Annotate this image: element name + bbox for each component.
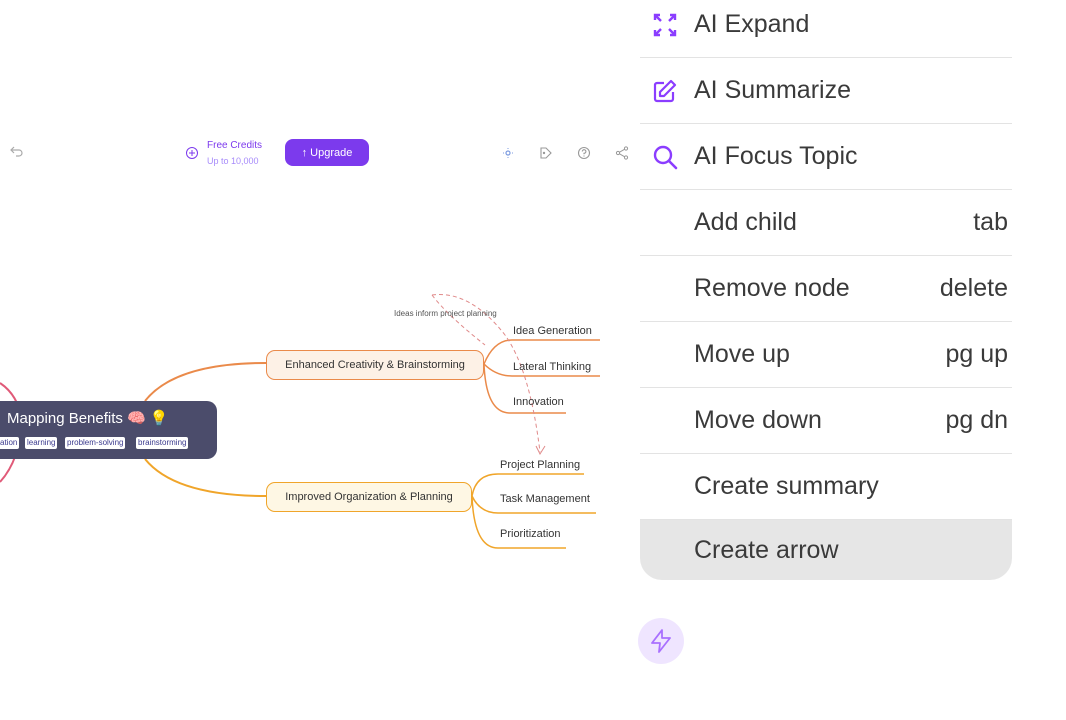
leaf-project-planning[interactable]: Project Planning bbox=[500, 459, 581, 471]
free-credits-title[interactable]: Free Credits bbox=[207, 140, 263, 151]
share-icon bbox=[615, 146, 629, 160]
menu-item-label: AI Summarize bbox=[694, 76, 851, 104]
menu-item-shortcut: pg dn bbox=[945, 406, 1008, 434]
custom-arrow-head bbox=[535, 445, 546, 456]
menu-item-label: Create summary bbox=[694, 472, 879, 500]
menu-item-move-up[interactable]: Move up pg up bbox=[640, 322, 1012, 388]
connector-innovation bbox=[483, 363, 566, 414]
theme-icon bbox=[503, 148, 513, 158]
menu-item-add-child[interactable]: Add child tab bbox=[640, 190, 1012, 256]
root-tag[interactable]: learning bbox=[25, 437, 58, 449]
connector-idea-generation bbox=[483, 339, 600, 365]
connector-branch-organization bbox=[144, 458, 267, 497]
connector-project-planning bbox=[471, 473, 584, 497]
menu-item-label: Create arrow bbox=[694, 535, 839, 564]
root-node[interactable] bbox=[0, 401, 217, 459]
leaf-task-management[interactable]: Task Management bbox=[500, 493, 590, 505]
menu-item-ai-summarize[interactable]: AI Summarize bbox=[640, 58, 1012, 124]
custom-arrow bbox=[431, 294, 541, 453]
custom-arrow-tail bbox=[431, 294, 486, 346]
free-credits-subtitle: Up to 10,000 bbox=[207, 156, 259, 166]
undo-button[interactable] bbox=[10, 144, 26, 160]
menu-item-label: Move down bbox=[694, 406, 822, 434]
leaf-prioritization[interactable]: Prioritization bbox=[500, 528, 561, 540]
connector-lateral-thinking bbox=[483, 363, 600, 377]
undo-icon bbox=[10, 146, 23, 157]
theme-button[interactable] bbox=[500, 145, 516, 161]
menu-item-remove-node[interactable]: Remove node delete bbox=[640, 256, 1012, 322]
root-tag[interactable]: brainstorming bbox=[136, 437, 189, 449]
menu-item-shortcut: delete bbox=[939, 274, 1008, 302]
leaf-idea-generation[interactable]: Idea Generation bbox=[513, 325, 592, 337]
ai-action-button[interactable] bbox=[638, 618, 684, 664]
connector-task-management bbox=[471, 495, 596, 514]
plus-circle-icon bbox=[186, 147, 198, 159]
connector-prioritization bbox=[471, 495, 566, 549]
edit-icon bbox=[653, 79, 677, 102]
branch-node-organization[interactable]: Improved Organization & Planning bbox=[266, 482, 472, 512]
help-button[interactable] bbox=[576, 145, 592, 161]
menu-item-label: AI Expand bbox=[694, 10, 810, 38]
menu-item-shortcut: tab bbox=[973, 208, 1008, 236]
leaf-lateral-thinking[interactable]: Lateral Thinking bbox=[513, 361, 592, 373]
root-tag[interactable]: ation bbox=[0, 437, 20, 449]
root-tag[interactable]: problem-solving bbox=[65, 437, 126, 449]
menu-item-label: Remove node bbox=[694, 274, 850, 302]
menu-item-ai-expand[interactable]: AI Expand bbox=[640, 0, 1012, 58]
menu-item-move-down[interactable]: Move down pg dn bbox=[640, 388, 1012, 454]
help-icon bbox=[577, 146, 591, 160]
layout-button[interactable] bbox=[538, 145, 554, 161]
menu-item-create-summary[interactable]: Create summary bbox=[640, 454, 1012, 520]
node-context-menu: AI Expand AI Summarize AI Focus Topic Ad… bbox=[640, 0, 1012, 580]
menu-item-label: Add child bbox=[694, 208, 797, 236]
lightning-icon bbox=[651, 629, 671, 653]
root-node-title: Mapping Benefits 🧠 💡 bbox=[7, 410, 169, 427]
expand-icon bbox=[653, 13, 677, 36]
arrow-label[interactable]: Ideas inform project planning bbox=[394, 309, 497, 318]
free-credits-button[interactable] bbox=[185, 146, 199, 160]
leaf-innovation[interactable]: Innovation bbox=[513, 396, 564, 408]
upgrade-button[interactable]: ↑ Upgrade bbox=[285, 139, 369, 166]
share-button[interactable] bbox=[614, 145, 630, 161]
branch-node-creativity[interactable]: Enhanced Creativity & Brainstorming bbox=[266, 350, 484, 380]
menu-item-label: AI Focus Topic bbox=[694, 142, 858, 170]
search-icon bbox=[653, 145, 678, 169]
menu-item-ai-focus-topic[interactable]: AI Focus Topic bbox=[640, 124, 1012, 190]
connector-branch-creativity bbox=[144, 362, 267, 402]
menu-item-create-arrow[interactable]: Create arrow bbox=[640, 520, 1012, 580]
layout-icon bbox=[540, 147, 552, 159]
menu-item-shortcut: pg up bbox=[945, 340, 1008, 368]
menu-item-label: Move up bbox=[694, 340, 790, 368]
